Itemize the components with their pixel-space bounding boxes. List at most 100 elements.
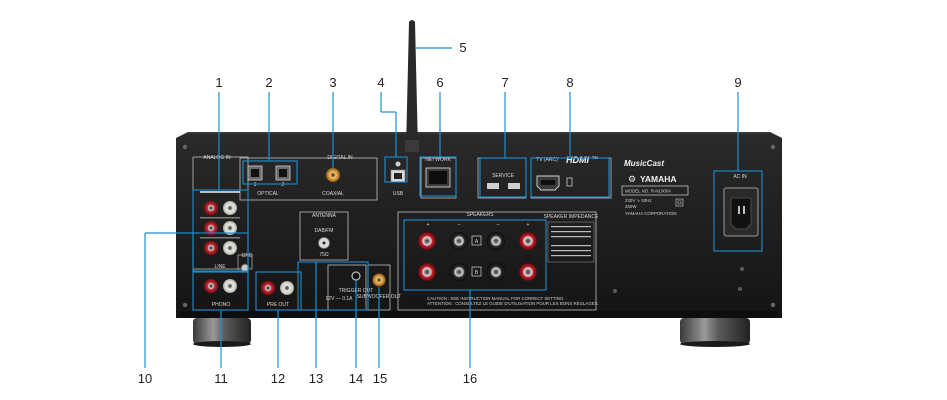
speaker-b-label: B bbox=[475, 270, 479, 276]
power-rating-watts: 250W bbox=[625, 204, 637, 209]
analog-rca-red-2 bbox=[204, 221, 218, 235]
callout-numbers: 1 2 3 4 5 6 7 8 9 10 11 12 13 14 15 16 bbox=[138, 40, 742, 386]
digital-in-section: DIGITAL IN 1 2 OPTICAL COAXIAL USB bbox=[239, 155, 406, 201]
wifi-antenna-rod bbox=[406, 20, 418, 150]
phono-rca-red bbox=[204, 279, 218, 293]
svg-text:–: – bbox=[497, 222, 500, 228]
callout-1: 1 bbox=[215, 75, 222, 90]
box-13 bbox=[297, 261, 369, 311]
callout-14: 14 bbox=[349, 371, 363, 386]
optical-label: OPTICAL bbox=[257, 191, 279, 197]
right-foot-base bbox=[680, 341, 750, 347]
screw bbox=[740, 267, 744, 271]
analog-in-section: ANALOG IN LINE GND bbox=[192, 155, 253, 273]
musiccast-logo: MusicCast bbox=[624, 159, 664, 168]
screw bbox=[182, 144, 188, 150]
pre-out-rca-red bbox=[261, 281, 275, 295]
speaker-a-right-plus bbox=[519, 232, 537, 250]
callout-16: 16 bbox=[463, 371, 477, 386]
service-port-2 bbox=[508, 183, 520, 189]
power-rating-voltage: 230V ∿ 50Hz bbox=[625, 198, 652, 203]
corporation-label: YAMAHA CORPORATION bbox=[625, 211, 677, 216]
speaker-a-label: A bbox=[475, 239, 479, 245]
callout-11: 11 bbox=[214, 371, 228, 386]
left-foot bbox=[193, 318, 251, 344]
box-7 bbox=[479, 157, 527, 198]
brand-block: MusicCast ⚙ YAMAHA MODEL NO. R-N1000A 23… bbox=[621, 159, 689, 216]
right-foot bbox=[680, 318, 750, 344]
network-label: NETWORK bbox=[425, 157, 451, 163]
callout-10: 10 bbox=[138, 371, 152, 386]
callout-13: 13 bbox=[309, 371, 323, 386]
optical-2-label: 2 bbox=[282, 182, 285, 188]
antenna-section: ANTENNA DAB/FM 75Ω bbox=[299, 211, 349, 261]
speaker-b-right-plus bbox=[519, 263, 537, 281]
network-section: NETWORK bbox=[420, 157, 457, 199]
speaker-b-right-minus bbox=[487, 263, 505, 281]
hdmi-section: TV (ARC) HDMI TM bbox=[530, 155, 612, 199]
box-16 bbox=[403, 219, 547, 291]
screw bbox=[613, 289, 617, 293]
antenna-label: ANTENNA bbox=[312, 213, 337, 219]
svg-text:+: + bbox=[527, 222, 530, 228]
analog-rca-red-3 bbox=[204, 241, 218, 255]
callout-7: 7 bbox=[501, 75, 508, 90]
gnd-label: GND bbox=[241, 253, 253, 259]
dab-fm-label: DAB/FM bbox=[315, 228, 334, 234]
speaker-a-left-plus bbox=[418, 232, 436, 250]
ac-in-section: AC IN bbox=[723, 174, 759, 237]
callout-lines bbox=[144, 47, 739, 368]
callout-6: 6 bbox=[436, 75, 443, 90]
chassis-bottom-rail bbox=[180, 311, 778, 318]
analog-in-label: ANALOG IN bbox=[203, 155, 231, 161]
digital-in-label: DIGITAL IN bbox=[327, 155, 353, 161]
screw bbox=[182, 302, 188, 308]
callout-5: 5 bbox=[459, 40, 466, 55]
trigger-out-jack bbox=[351, 271, 361, 281]
left-foot-base bbox=[193, 341, 251, 347]
box-2 bbox=[242, 160, 298, 185]
box-10 bbox=[192, 232, 249, 272]
optical-1-label: 1 bbox=[254, 182, 257, 188]
coaxial-jack bbox=[326, 168, 340, 182]
hdmi-logo: HDMI bbox=[566, 155, 589, 165]
ac-in-label: AC IN bbox=[733, 174, 747, 180]
feet bbox=[193, 318, 750, 347]
callout-9: 9 bbox=[734, 75, 741, 90]
yamaha-logo: YAMAHA bbox=[640, 174, 677, 184]
service-label: SERVICE bbox=[492, 173, 515, 179]
usb-label: USB bbox=[393, 191, 404, 197]
speaker-a-left-minus bbox=[450, 232, 468, 250]
speakers-section: SPEAKERS + – – + A B SPEAKER IMPEDANCE C… bbox=[397, 211, 599, 311]
speakers-label: SPEAKERS bbox=[467, 212, 495, 218]
callout-3: 3 bbox=[329, 75, 336, 90]
analog-rca-white-3 bbox=[223, 241, 237, 255]
speaker-b-left-plus bbox=[418, 263, 436, 281]
screw bbox=[770, 302, 776, 308]
caution-line-1: CAUTION : SEE INSTRUCTION MANUAL FOR COR… bbox=[427, 296, 565, 301]
speaker-b-left-minus bbox=[450, 263, 468, 281]
caution-line-2: ATTENTION : CONSULTEZ LE GUIDE D'UTILISA… bbox=[427, 301, 599, 306]
coaxial-label: COAXIAL bbox=[322, 191, 344, 197]
phono-label: PHONO bbox=[212, 302, 230, 308]
analog-rca-white-1 bbox=[223, 201, 237, 215]
pre-out-label: PRE OUT bbox=[267, 302, 289, 308]
box-6 bbox=[419, 156, 457, 197]
svg-text:–: – bbox=[458, 222, 461, 228]
pre-out-rca-white bbox=[280, 281, 294, 295]
phono-rca-white bbox=[223, 279, 237, 293]
yamaha-emblem: ⚙ bbox=[628, 175, 636, 185]
callout-12: 12 bbox=[271, 371, 285, 386]
analog-rca-white-2 bbox=[223, 221, 237, 235]
model-number: MODEL NO. R-N1000A bbox=[625, 189, 671, 194]
callout-2: 2 bbox=[265, 75, 272, 90]
trigger-spec-label: 12V — 0.1A bbox=[326, 296, 354, 302]
callout-8: 8 bbox=[566, 75, 573, 90]
service-port-1 bbox=[487, 183, 499, 189]
analog-rca-red-1 bbox=[204, 201, 218, 215]
subwoofer-out-jack bbox=[372, 273, 386, 287]
screw bbox=[770, 144, 776, 150]
speaker-a-right-minus bbox=[487, 232, 505, 250]
ohm-75-label: 75Ω bbox=[319, 252, 329, 258]
